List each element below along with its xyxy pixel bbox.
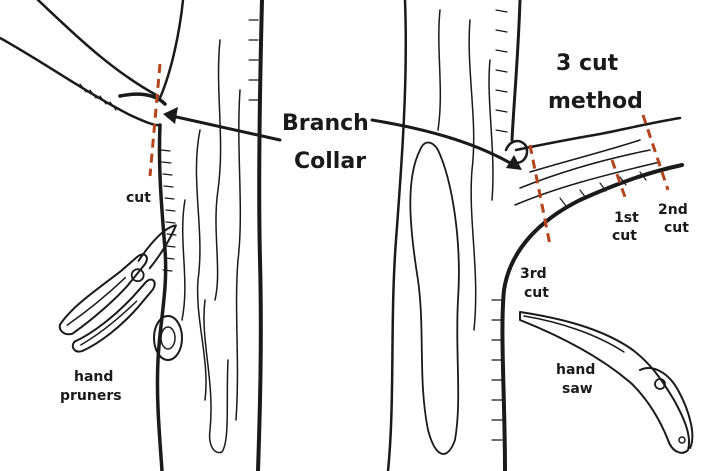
left-hatching <box>80 20 258 271</box>
branch-collar-label-line2: Collar <box>294 149 366 174</box>
third-cut-label-line2: cut <box>524 285 549 301</box>
right-tree <box>388 0 682 471</box>
right-trunk-branch-lower-edge <box>502 165 682 471</box>
right-branch-upper-edge <box>516 118 680 150</box>
left-trunk-inner-edge <box>160 0 183 98</box>
right-trunk-left-edge <box>388 0 406 471</box>
right-trunk-right-edge-top <box>512 0 520 140</box>
hand-saw-label-line2: saw <box>562 381 593 397</box>
left-cut-label: cut <box>126 190 151 206</box>
left-branch-upper-edge <box>38 0 158 96</box>
left-knot-inner <box>161 327 175 349</box>
left-bark-line <box>196 130 206 400</box>
hand-saw-icon <box>520 312 692 453</box>
right-bark-line <box>438 10 440 130</box>
first-cut-label-line1: 1st <box>614 210 639 226</box>
hand-saw-label-line1: hand <box>556 362 595 378</box>
third-cut-label-line1: 3rd <box>520 266 547 282</box>
left-bark-line <box>182 200 185 320</box>
right-bark-line <box>489 60 493 200</box>
hand-pruners-label-line2: pruners <box>60 388 122 404</box>
method-title-line1: 3 cut <box>556 51 619 76</box>
second-cut-label-line1: 2nd <box>658 202 688 218</box>
hand-pruners-label-line1: hand <box>74 369 113 385</box>
right-bark-line <box>469 20 476 330</box>
first-cut-label-line2: cut <box>612 228 637 244</box>
third-cut-line <box>530 145 550 245</box>
method-title-line2: method <box>548 89 643 114</box>
right-branch-collar <box>506 141 527 163</box>
second-cut-label-line2: cut <box>664 220 689 236</box>
branch-collar-label-line1: Branch <box>282 111 369 136</box>
left-bark-line <box>204 300 228 453</box>
second-cut-line <box>643 115 668 190</box>
left-tree <box>0 0 262 471</box>
right-bark-scar <box>410 143 459 454</box>
left-bark-line <box>236 90 240 420</box>
left-trunk-right-edge <box>258 0 262 471</box>
left-bark-line <box>215 40 221 300</box>
left-trunk-left-edge <box>157 125 165 471</box>
